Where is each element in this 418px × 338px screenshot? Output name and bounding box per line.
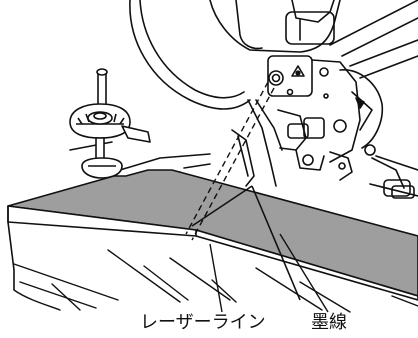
laser-line <box>185 81 275 241</box>
ink-line-label: 墨線 <box>311 312 347 333</box>
ink-line <box>191 185 301 301</box>
workpiece-board <box>7 169 418 301</box>
laser-line-label: レーザーライン <box>140 312 266 333</box>
base-lines <box>13 249 418 313</box>
leader-lines <box>209 233 329 313</box>
clamp-assembly <box>69 68 151 179</box>
